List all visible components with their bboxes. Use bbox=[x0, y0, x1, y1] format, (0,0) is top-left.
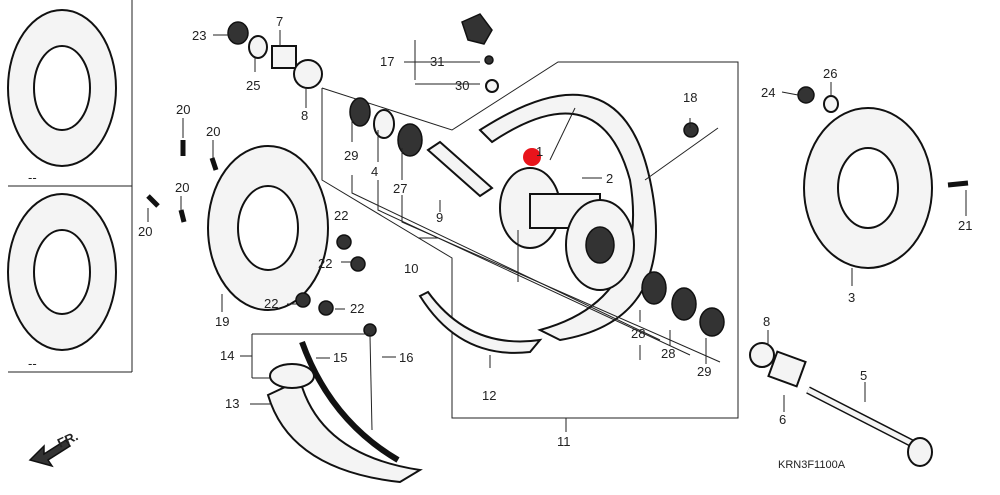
highlight-marker bbox=[523, 148, 541, 166]
washer-26 bbox=[823, 95, 839, 113]
label-part-22b: 22 bbox=[318, 256, 332, 271]
label-part-4: 4 bbox=[371, 164, 378, 179]
label-part-26: 26 bbox=[823, 66, 837, 81]
label-part-30: 30 bbox=[455, 78, 469, 93]
label-part-7: 7 bbox=[276, 14, 283, 29]
label-part-20d: 20 bbox=[138, 224, 152, 239]
label-part-22d: 22 bbox=[350, 301, 364, 316]
wheel-assembly-frame bbox=[321, 61, 739, 432]
label-part-12: 12 bbox=[482, 388, 496, 403]
label-part-29a: 29 bbox=[344, 148, 358, 163]
part-labels: 1 2 3 4 5 6 7 8 8 9 10 11 12 13 14 15 16… bbox=[138, 14, 972, 449]
nut-23 bbox=[227, 21, 249, 45]
label-part-11: 11 bbox=[557, 434, 571, 449]
variant-panel: -- -- bbox=[7, 0, 133, 373]
label-part-1: 1 bbox=[536, 144, 543, 159]
label-part-28b: 28 bbox=[661, 346, 675, 361]
hub bbox=[499, 167, 635, 291]
label-part-13: 13 bbox=[225, 396, 239, 411]
nuts-22 bbox=[295, 234, 366, 316]
bearings bbox=[349, 97, 725, 337]
label-part-20c: 20 bbox=[175, 180, 189, 195]
label-part-19: 19 bbox=[215, 314, 229, 329]
label-part-15: 15 bbox=[333, 350, 347, 365]
label-part-22a: 22 bbox=[334, 208, 348, 223]
label-part-21: 21 bbox=[958, 218, 972, 233]
washer-25 bbox=[248, 35, 268, 59]
variant-mark-1: -- bbox=[28, 170, 37, 185]
leader-lines bbox=[147, 30, 967, 418]
chain-adjuster bbox=[767, 350, 807, 388]
label-part-8-right: 8 bbox=[763, 314, 770, 329]
label-part-3: 3 bbox=[848, 290, 855, 305]
label-part-24: 24 bbox=[761, 85, 775, 100]
label-part-29b: 29 bbox=[697, 364, 711, 379]
bolt-21 bbox=[947, 180, 969, 188]
valve-stem-parts bbox=[461, 13, 499, 93]
label-part-6: 6 bbox=[779, 412, 786, 427]
side-collar-right bbox=[749, 342, 775, 368]
label-part-8-top: 8 bbox=[301, 108, 308, 123]
label-part-20b: 20 bbox=[206, 124, 220, 139]
front-direction-arrow bbox=[28, 438, 72, 468]
brake-disc bbox=[207, 145, 329, 311]
collar-8-top bbox=[293, 59, 323, 89]
axle bbox=[806, 386, 933, 467]
label-part-25: 25 bbox=[246, 78, 260, 93]
label-part-31: 31 bbox=[430, 54, 444, 69]
label-part-16: 16 bbox=[399, 350, 413, 365]
bolts-20 bbox=[146, 140, 219, 223]
tube bbox=[299, 340, 400, 463]
brake-disc-variant-1 bbox=[7, 9, 117, 167]
label-part-2: 2 bbox=[606, 171, 613, 186]
label-part-20a: 20 bbox=[176, 102, 190, 117]
label-part-18: 18 bbox=[683, 90, 697, 105]
variant-mark-2: -- bbox=[28, 356, 37, 371]
rim bbox=[418, 93, 657, 354]
label-part-17: 17 bbox=[380, 54, 394, 69]
bolt-18 bbox=[683, 122, 699, 138]
label-part-9: 9 bbox=[436, 210, 443, 225]
driven-sprocket bbox=[803, 107, 933, 269]
label-part-22c: 22 bbox=[264, 296, 278, 311]
label-part-10: 10 bbox=[404, 261, 418, 276]
diagram-code: KRN3F1100A bbox=[778, 459, 846, 471]
brake-disc-variant-2 bbox=[7, 193, 117, 351]
label-part-5: 5 bbox=[860, 368, 867, 383]
label-part-23: 23 bbox=[192, 28, 206, 43]
direction-label: FR. bbox=[55, 428, 80, 450]
distance-collar bbox=[426, 140, 494, 198]
nut-24 bbox=[797, 86, 815, 104]
label-part-28a: 28 bbox=[631, 326, 645, 341]
tire bbox=[266, 363, 423, 484]
label-part-27: 27 bbox=[393, 181, 407, 196]
adjuster-7 bbox=[271, 45, 297, 69]
label-part-14: 14 bbox=[220, 348, 234, 363]
